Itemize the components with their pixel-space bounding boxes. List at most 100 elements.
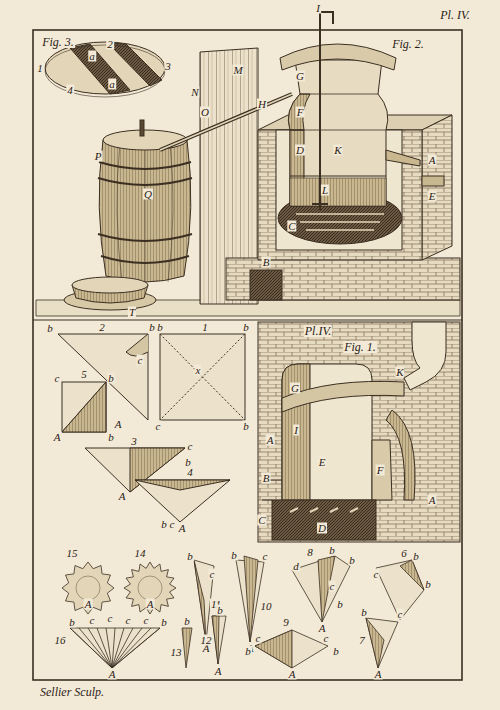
barrel <box>98 162 192 263</box>
plate-frame <box>33 30 462 680</box>
fold-figures <box>160 334 245 420</box>
callout-letter: 8 <box>306 547 314 558</box>
filter-stars <box>124 562 176 614</box>
callout-letter: c <box>125 615 132 626</box>
fig1-furnace-section <box>282 364 310 500</box>
barrel <box>98 120 192 286</box>
callout-letter: G <box>295 71 305 82</box>
still <box>280 44 420 206</box>
callout-letter: A <box>146 599 155 610</box>
callout-letter: 5 <box>80 369 88 380</box>
callout-letter: c <box>137 355 144 366</box>
callout-letter: F <box>296 107 305 118</box>
still <box>280 44 396 70</box>
filter-cones <box>292 556 350 622</box>
callout-letter: B <box>262 257 271 268</box>
fig1-furnace-section <box>290 508 358 512</box>
callout-letter: b <box>230 550 238 561</box>
callout-letter: A <box>428 155 437 166</box>
callout-letter: c <box>209 569 216 580</box>
still <box>386 150 420 166</box>
furnace <box>296 214 384 230</box>
figure-caption: Fig. 2. <box>391 38 425 50</box>
callout-letter: K <box>395 367 404 378</box>
callout-letter: 16 <box>54 635 67 646</box>
callout-letter: K <box>333 145 342 156</box>
callout-letter: c <box>262 551 269 562</box>
callout-letter: A <box>108 669 117 680</box>
callout-letter: I <box>293 425 299 436</box>
callout-letter: 7 <box>358 635 366 646</box>
callout-letter: A <box>118 491 127 502</box>
callout-letter: a <box>108 79 116 90</box>
callout-letter: x <box>195 365 202 376</box>
callout-letter: 3 <box>164 61 172 72</box>
fold-figures <box>62 382 106 432</box>
callout-letter: N <box>190 87 199 98</box>
callout-letter: b <box>156 322 164 333</box>
callout-letter: C <box>287 221 296 232</box>
fig1-furnace-section <box>258 322 460 542</box>
tub <box>72 277 148 293</box>
callout-letter: b <box>244 646 252 657</box>
callout-letter: 2 <box>98 322 106 333</box>
callout-letter: b <box>148 322 156 333</box>
filter-cones <box>366 618 398 668</box>
fig1-furnace-section <box>282 381 404 412</box>
callout-letter: b <box>328 545 336 556</box>
fold-figures <box>135 480 230 522</box>
filter-cones <box>70 628 160 668</box>
fold-figures <box>160 334 245 420</box>
fig3-lid <box>45 42 165 97</box>
callout-letter: B <box>262 473 271 484</box>
filter-cones <box>376 560 424 620</box>
callout-letter: b <box>186 551 194 562</box>
callout-letter: 6 <box>400 548 408 559</box>
still <box>290 94 386 130</box>
callout-letter: 1 <box>201 322 209 333</box>
callout-letter: b <box>160 519 168 530</box>
filter-cones <box>212 616 219 664</box>
furnace <box>258 130 422 260</box>
filter-cones <box>194 560 206 642</box>
callout-letter: b <box>412 551 420 562</box>
callout-letter: b <box>242 322 250 333</box>
filter-stars <box>138 576 162 600</box>
barrel <box>117 143 173 286</box>
callout-letter: 4 <box>186 467 194 478</box>
fold-figures <box>126 334 148 356</box>
filter-cones <box>255 630 292 668</box>
callout-letter: c <box>323 633 330 644</box>
fig1-furnace-section <box>404 322 446 390</box>
fig1-furnace-section <box>386 410 415 500</box>
callout-letter: 3 <box>130 436 138 447</box>
callout-letter: A <box>114 419 123 430</box>
callout-letter: F <box>376 465 385 476</box>
callout-letter: D <box>295 145 305 156</box>
callout-letter: C <box>257 515 266 526</box>
callout-letter: T <box>128 307 136 318</box>
tub <box>64 277 156 310</box>
fold-figures <box>62 382 106 432</box>
callout-letter: 15 <box>66 548 79 559</box>
callout-letter: b <box>424 579 432 590</box>
callout-letter: b <box>332 646 340 657</box>
callout-letter: 10 <box>260 601 273 612</box>
stirrer <box>312 12 333 210</box>
callout-letter: A <box>178 523 187 534</box>
callout-letter: 4 <box>66 85 74 96</box>
stirrer <box>319 12 321 210</box>
callout-letter: c <box>89 615 96 626</box>
callout-letter: c <box>329 581 336 592</box>
callout-letter: P <box>94 151 103 162</box>
figure-caption: Fig. 3. <box>41 36 75 48</box>
filter-cones <box>318 556 335 622</box>
still <box>288 60 387 206</box>
callout-letter: b <box>46 323 54 334</box>
callout-letter: b <box>336 599 344 610</box>
callout-letter: c <box>397 609 404 620</box>
filter-cones <box>212 616 226 664</box>
callout-letter: a <box>88 51 96 62</box>
